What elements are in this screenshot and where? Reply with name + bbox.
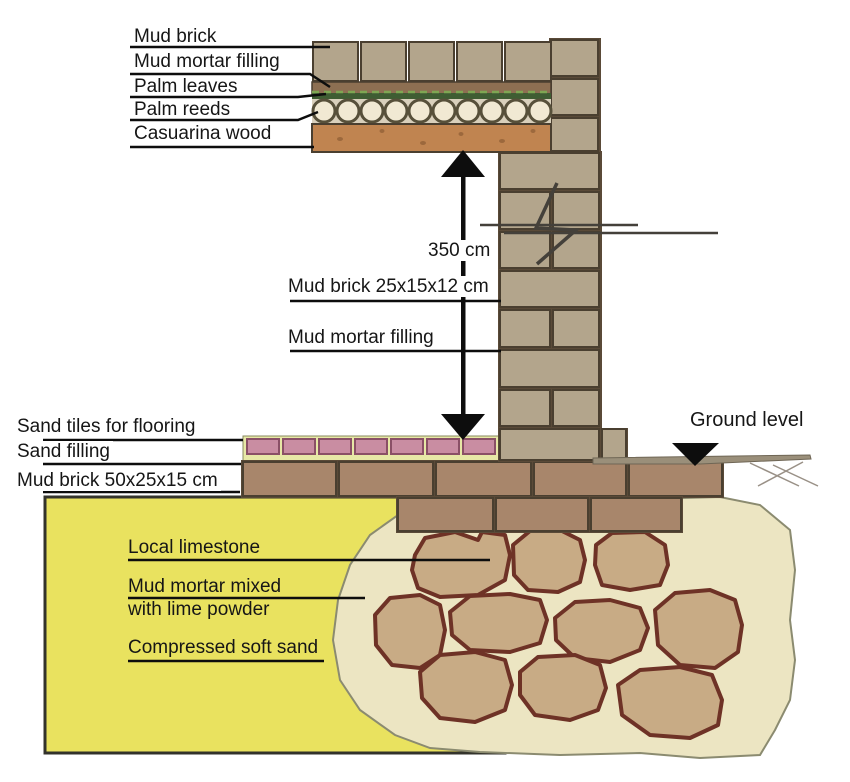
limestone-block (418, 650, 514, 724)
palm-reed (455, 98, 481, 124)
arrow-up-icon (441, 150, 485, 177)
floor-tile (390, 438, 424, 455)
palm-reed (335, 98, 361, 124)
limestone-block (511, 528, 587, 594)
limestone-block (410, 530, 512, 599)
label-compressed-soft-sand: Compressed soft sand (128, 637, 319, 658)
brick (499, 389, 551, 427)
palm-reed (407, 98, 433, 124)
label-mud-brick-25x15x12: Mud brick 25x15x12 cm (287, 276, 492, 297)
palm-reed (311, 98, 337, 124)
label-local-limestone: Local limestone (128, 537, 261, 558)
limestone-blocks (373, 528, 744, 740)
label-mud-brick-50x25x15: Mud brick 50x25x15 cm (16, 470, 221, 491)
foundation-course-lower (396, 496, 683, 533)
mortar-layer (311, 81, 552, 95)
label-mud-mortar-lime: Mud mortar mixed with lime powder (128, 576, 281, 620)
palm-leaves-layer (312, 93, 551, 99)
floor-tile (282, 438, 316, 455)
brick (533, 461, 627, 497)
brick (601, 428, 627, 461)
limestone-block (373, 593, 447, 670)
palm-reed (359, 98, 385, 124)
brick (550, 78, 599, 116)
label-palm-reeds: Palm reeds (134, 99, 231, 120)
brick (499, 191, 551, 230)
brick (397, 497, 494, 532)
brick (360, 41, 407, 82)
brick (312, 41, 359, 82)
brick (499, 349, 600, 388)
brick (550, 117, 599, 152)
label-mud-mortar-filling-wall: Mud mortar filling (287, 327, 437, 348)
ground-level-marker-icon (672, 443, 719, 466)
brick (590, 497, 682, 532)
roof-mud-bricks (312, 41, 552, 82)
limestone-block (553, 598, 650, 664)
label-ground-level: Ground level (690, 409, 804, 431)
brick (456, 41, 503, 82)
wood-speckles (337, 129, 536, 145)
label-sand-tiles: Sand tiles for flooring (16, 416, 199, 437)
floor-tiles (246, 438, 496, 455)
brick (504, 41, 552, 82)
label-mud-mortar-lime-line2: with lime powder (128, 599, 270, 620)
brick (495, 497, 589, 532)
roof-slab (311, 41, 553, 153)
label-palm-leaves: Palm leaves (134, 76, 238, 97)
leader-lines (43, 45, 501, 663)
limestone-block (448, 592, 549, 654)
label-casuarina-wood: Casuarina wood (134, 123, 272, 144)
palm-reed (503, 98, 529, 124)
brick (499, 309, 551, 348)
floor-tile (354, 438, 388, 455)
label-mud-mortar-filling-roof: Mud mortar filling (134, 51, 280, 72)
brick (338, 461, 434, 497)
limestone-block (653, 588, 744, 670)
floor-tile (318, 438, 352, 455)
brick (499, 152, 600, 190)
break-symbol (480, 182, 718, 266)
casuarina-wood-layer (311, 123, 552, 153)
arrow-down-icon (441, 414, 485, 440)
brick (552, 389, 600, 427)
wall (498, 38, 628, 462)
limestone-block (593, 530, 670, 592)
palm-reed (479, 98, 505, 124)
label-mud-mortar-lime-line1: Mud mortar mixed (128, 576, 282, 597)
limestone-block (616, 665, 724, 740)
brick (552, 191, 600, 230)
foundation-course-upper (241, 460, 724, 498)
limestone-block (518, 653, 608, 722)
brick (628, 461, 723, 497)
brick (550, 39, 599, 77)
palm-reed (383, 98, 409, 124)
label-wall-height-350cm: 350 cm (427, 240, 494, 261)
brick (435, 461, 532, 497)
ground-hatch-marks (749, 461, 819, 487)
ground-surface (592, 454, 812, 465)
label-sand-filling: Sand filling (16, 441, 113, 462)
brick (499, 428, 600, 461)
brick (408, 41, 455, 82)
brick (499, 231, 551, 269)
brick (499, 270, 600, 308)
brick (552, 309, 600, 348)
floor-tile (462, 438, 496, 455)
label-mud-brick: Mud brick (134, 26, 217, 47)
floor-tile (426, 438, 460, 455)
palm-reeds (311, 98, 553, 124)
floor-tile (246, 438, 280, 455)
palm-reed (527, 98, 553, 124)
brick (552, 231, 600, 269)
brick (242, 461, 337, 497)
palm-reed (431, 98, 457, 124)
